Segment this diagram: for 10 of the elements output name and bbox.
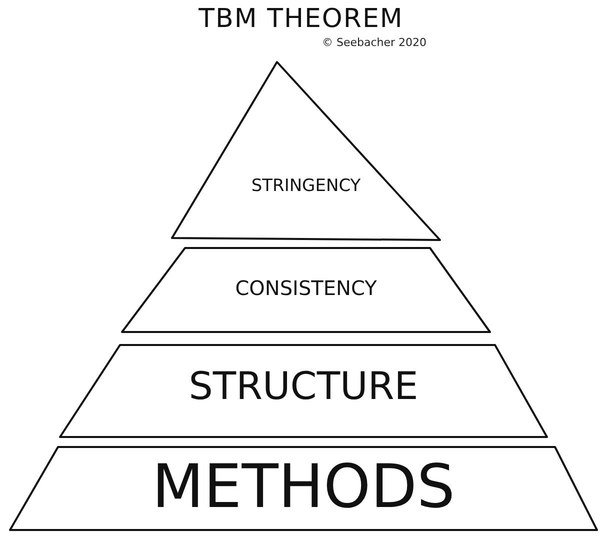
pyramid-apex: [170, 60, 442, 242]
tier-label: STRUCTURE: [188, 367, 420, 405]
pyramid-tier: [58, 343, 549, 439]
tier-label: METHODS: [151, 457, 456, 517]
tier-label: STRINGENCY: [250, 178, 362, 195]
tier-label: CONSISTENCY: [234, 278, 378, 298]
title: TBM THEOREM: [198, 4, 404, 34]
copyright-note: © Seebacher 2020: [322, 36, 427, 49]
pyramid-tier: [8, 445, 599, 532]
pyramid-tier: [120, 246, 492, 334]
